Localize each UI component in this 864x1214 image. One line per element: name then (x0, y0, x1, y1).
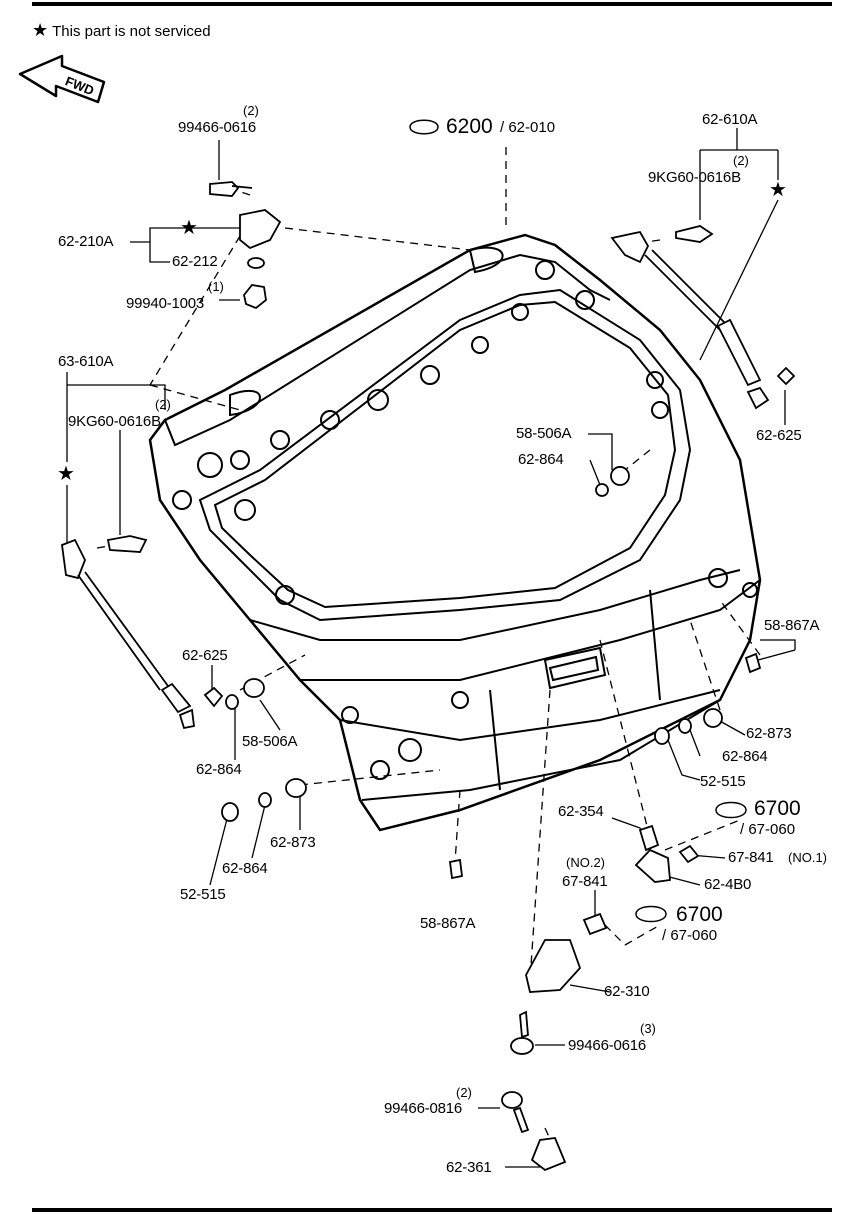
legend-note: ★This part is not serviced (32, 20, 211, 41)
part-58-867A-right: 58-867A (764, 617, 820, 634)
star-icon: ★ (769, 179, 787, 201)
part-99466-0616-top: 99466-0616 (178, 119, 257, 136)
star-icon: ★ (32, 20, 49, 40)
part-62-873-left: 62-873 (270, 834, 316, 851)
part-62-864-right: 62-864 (722, 748, 768, 765)
qty-99466-0616-lower: (3) (640, 1021, 656, 1036)
part-62-864-lower: 62-864 (222, 860, 268, 877)
hinge-assembly (209, 181, 282, 310)
part-62-864-left: 62-864 (196, 761, 242, 778)
top-rule (32, 2, 832, 6)
part-62-864-center: 62-864 (518, 451, 564, 468)
gas-strut-right (610, 225, 796, 410)
ref-group-6700-upper: 6700 (754, 797, 801, 820)
star-icon: ★ (57, 463, 75, 485)
part-62-610A: 62-610A (702, 111, 758, 128)
reference-bubble-icons (409, 119, 747, 923)
part-99466-0816: 99466-0816 (384, 1100, 463, 1117)
qty-9KG60-0616B-left: (2) (155, 397, 171, 412)
part-67-841-no2: 67-841 (562, 873, 608, 890)
bottom-rule (32, 1208, 832, 1212)
part-62-354: 62-354 (558, 803, 604, 820)
qty-67-841-no1: (NO.1) (788, 850, 827, 865)
legend-text: This part is not serviced (52, 23, 211, 40)
part-58-506A-center: 58-506A (516, 425, 572, 442)
part-62-212: 62-212 (172, 253, 218, 270)
ref-group-6700-lower: 6700 (676, 903, 723, 926)
part-67-841-no1: 67-841 (728, 849, 774, 866)
small-parts (203, 466, 762, 1172)
leader-dashed-lines (96, 147, 761, 1151)
ref-sub-62-010: / 62-010 (500, 119, 556, 136)
part-62-361: 62-361 (446, 1159, 492, 1176)
part-52-515-right: 52-515 (700, 773, 746, 790)
part-58-867A-bottom: 58-867A (420, 915, 476, 932)
part-62-310: 62-310 (604, 983, 650, 1000)
gas-strut-left (61, 535, 195, 730)
ref-sub-67-060-upper: / 67-060 (740, 821, 796, 838)
qty-99466-0816: (2) (456, 1085, 472, 1100)
part-9KG60-0616B-left: 9KG60-0616B (68, 413, 161, 430)
star-icon: ★ (180, 217, 198, 239)
leader-lines (66, 128, 796, 1168)
ref-sub-67-060-lower: / 67-060 (662, 927, 718, 944)
qty-99466-0616-top: (2) (243, 103, 259, 118)
part-62-210A: 62-210A (58, 233, 114, 250)
part-99466-0616-lower: 99466-0616 (568, 1037, 647, 1054)
part-52-515-left: 52-515 (180, 886, 226, 903)
fwd-arrow-icon: FWD (18, 54, 106, 104)
part-62-4B0: 62-4B0 (704, 876, 752, 893)
part-63-610A: 63-610A (58, 353, 114, 370)
part-9KG60-0616B-right: 9KG60-0616B (648, 169, 741, 186)
liftgate-panel (148, 233, 762, 832)
ref-group-6200: 6200 (446, 115, 493, 138)
part-58-506A-left: 58-506A (242, 733, 298, 750)
part-62-873-right: 62-873 (746, 725, 792, 742)
qty-99940-1003: (1) (208, 279, 224, 294)
part-62-625-left: 62-625 (182, 647, 228, 664)
qty-9KG60-0616B-right: (2) (733, 153, 749, 168)
part-62-625-right: 62-625 (756, 427, 802, 444)
qty-67-841-no2: (NO.2) (566, 855, 605, 870)
part-99940-1003: 99940-1003 (126, 295, 205, 312)
